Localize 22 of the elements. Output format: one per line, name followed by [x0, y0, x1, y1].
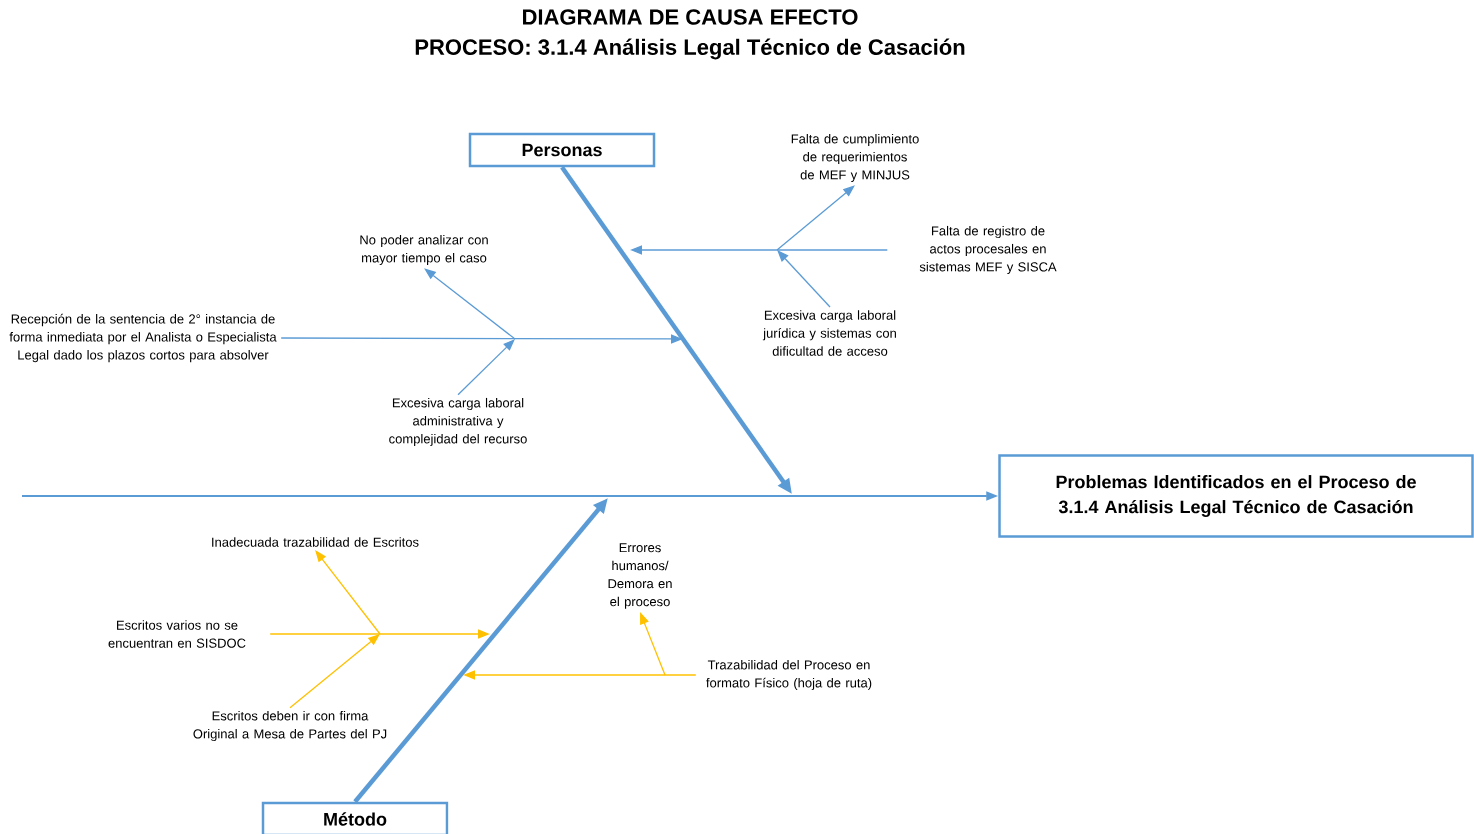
cause-arrow: [776, 185, 855, 251]
category-box: Método: [261, 801, 449, 834]
cause-text: Excesiva carga laboral jurídica y sistemas con dificultad de acceso: [762, 310, 896, 356]
cause-text: Falta de registro de actos procesales en sistemas MEF y SISCA: [919, 225, 1057, 275]
title: DIAGRAMA DE CAUSA EFECTO: [523, 9, 858, 25]
cause-arrow: [424, 268, 516, 340]
cause-arrow: [457, 339, 515, 396]
category-box: Personas: [468, 132, 656, 168]
cause-text: No poder analizar con mayor tiempo el caso: [360, 234, 488, 266]
cause-text: Excesiva carga laboral administrativa y complejidad del recurso: [389, 397, 527, 447]
subtitle: PROCESO: 3.1.4 Análisis Legal Técnico de Casación: [415, 38, 965, 60]
cause-text: Falta de cumplimiento de requerimientos de MEF y MINJUS: [791, 133, 919, 183]
cause-text: Escritos deben ir con firma Original a Mesa de Partes del PJ: [193, 710, 387, 742]
cause-arrow: [315, 550, 381, 635]
cause-text: Inadecuada trazabilidad de Escritos: [212, 537, 419, 547]
cause-text: Escritos varios no se encuentran en SISDOC: [108, 620, 246, 648]
effect-box: Problemas Identificados en el Proceso de 3.1.4 Análisis Legal Técnico de Casación: [998, 454, 1474, 538]
cause-text: Trazabilidad del Proceso en formato Físico (hoja de ruta): [706, 659, 872, 691]
cause-arrow: [777, 250, 831, 308]
cause-text: Errores humanos/ Demora en el proceso: [608, 543, 672, 609]
cause-arrow: [289, 634, 380, 709]
cause-text: Recepción de la sentencia de 2° instancia de forma inmediata por el Analista o Especialista Legal dado los plazos cortos para absolver: [9, 313, 277, 363]
